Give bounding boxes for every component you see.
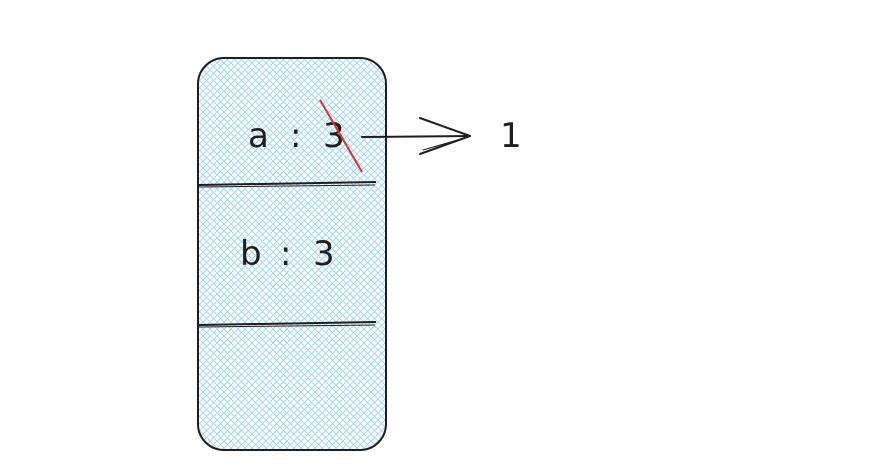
cell-a: a : 3 <box>248 99 363 173</box>
divider-line-1b <box>198 184 376 188</box>
arrow-head-lower-2 <box>422 136 469 151</box>
strike-through-mark-2 <box>321 102 361 169</box>
cell-a-separator: : <box>290 116 301 156</box>
divider-line-1 <box>198 181 377 186</box>
arrow-shaft <box>361 135 471 138</box>
arrow-target-value: 1 <box>500 116 522 156</box>
cell-a-value: 3 <box>323 116 345 156</box>
cell-b-value: 3 <box>313 234 335 274</box>
divider-line-2 <box>198 321 377 326</box>
cell-dividers <box>198 181 377 328</box>
divider-line-2b <box>198 324 376 328</box>
arrow-head-upper <box>419 117 471 137</box>
reassign-arrow <box>361 117 471 155</box>
cell-b-separator: : <box>280 234 291 274</box>
cell-b: b : 3 <box>240 234 335 274</box>
memory-box <box>197 57 387 451</box>
cell-b-key: b <box>240 234 262 274</box>
cell-a-key: a <box>248 116 269 156</box>
